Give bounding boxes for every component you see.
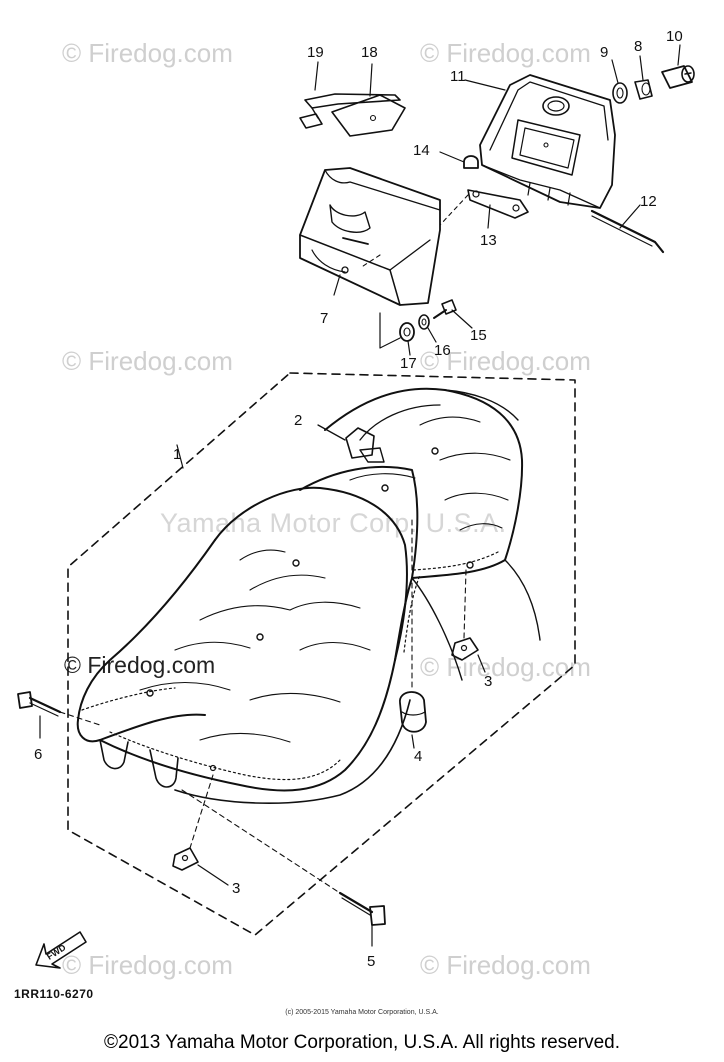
- fwd-arrow: [35, 931, 87, 969]
- callout-7: 7: [320, 310, 329, 327]
- screw-part-15: [433, 299, 473, 329]
- grommet-part-17: [379, 312, 415, 356]
- damper-part-4: [399, 519, 427, 749]
- bolt-part-5: [181, 789, 386, 947]
- callout-17: 17: [400, 355, 417, 372]
- case-part-7: [299, 167, 441, 306]
- callout-3-rear: 3: [484, 673, 493, 690]
- callout-8: 8: [634, 38, 643, 55]
- bracket-part-3-front: [172, 774, 229, 886]
- seat-part-1: [76, 387, 541, 805]
- bracket-part-3-rear: [451, 569, 486, 673]
- hinge-plate-part-13: [439, 189, 529, 229]
- plate-part-18: [331, 63, 406, 137]
- callout-16: 16: [434, 342, 451, 359]
- cap-nut-part-14: [439, 151, 479, 169]
- callout-6: 6: [34, 746, 43, 763]
- watermark-top-left: © Firedog.com: [62, 38, 233, 68]
- callout-12: 12: [640, 193, 657, 210]
- callout-11: 11: [450, 68, 466, 85]
- watermark-mid-left: © Firedog.com: [62, 346, 233, 376]
- callout-2: 2: [294, 412, 303, 429]
- callout-14: 14: [413, 142, 430, 159]
- small-copyright: (c) 2005-2015 Yamaha Motor Corporation, …: [285, 1009, 439, 1016]
- band-part-19: [299, 61, 401, 129]
- callout-1: 1: [173, 446, 182, 463]
- washer-part-16: [418, 314, 437, 343]
- assembly-boundary-dashed: [67, 372, 576, 936]
- watermark-mid-right: © Firedog.com: [420, 346, 591, 376]
- callout-18: 18: [361, 44, 378, 61]
- rod-part-12: [590, 204, 665, 254]
- callout-10: 10: [666, 28, 683, 45]
- watermark-top-right: © Firedog.com: [420, 38, 591, 68]
- watermark-bottom-left: © Firedog.com: [62, 950, 233, 980]
- lid-part-11: [464, 74, 616, 209]
- callout-5: 5: [367, 953, 376, 970]
- nut-part-8: [634, 55, 653, 100]
- callout-9: 9: [600, 44, 609, 61]
- footer-copyright: ©2013 Yamaha Motor Corporation, U.S.A. A…: [104, 1032, 620, 1053]
- watermark-corp: Yamaha Motor Corp. U.S.A.: [160, 508, 507, 538]
- callout-19: 19: [307, 44, 324, 61]
- strap-part-2: [317, 424, 385, 463]
- callout-13: 13: [480, 232, 497, 249]
- watermark-lower-right: © Firedog.com: [420, 652, 591, 682]
- bolt-part-6: [17, 691, 101, 739]
- callout-15: 15: [470, 327, 487, 344]
- watermark-bottom-right: © Firedog.com: [420, 950, 591, 980]
- callout-3-front: 3: [232, 880, 241, 897]
- washer-part-9: [611, 59, 628, 104]
- diagram-code: 1RR110-6270: [14, 987, 94, 1001]
- lock-cylinder-part-10: [661, 44, 695, 89]
- callout-4: 4: [414, 748, 423, 765]
- watermark-lower-left: © Firedog.com: [64, 652, 216, 678]
- leader-part-1: [176, 444, 184, 469]
